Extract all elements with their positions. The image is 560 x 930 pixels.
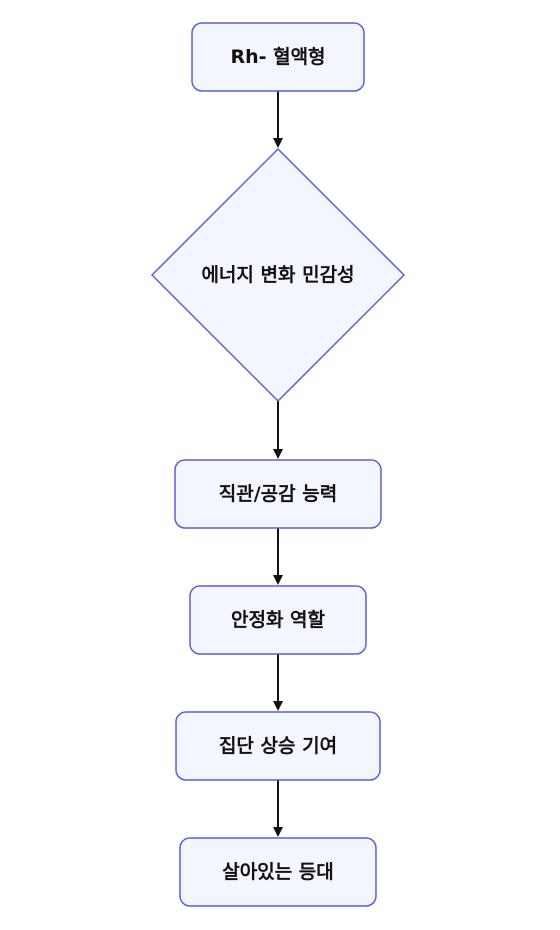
node-step4: 살아있는 등대: [179, 837, 377, 907]
node-step3: 집단 상승 기여: [175, 711, 381, 781]
node-step1: 직관/공감 능력: [174, 459, 382, 529]
node-step4-label: 살아있는 등대: [222, 861, 334, 883]
node-step1-label: 직관/공감 능력: [219, 483, 337, 505]
node-start-label: Rh- 혈액형: [230, 45, 325, 68]
node-start: Rh- 혈액형: [191, 22, 365, 92]
node-step2-label: 안정화 역할: [231, 608, 326, 631]
node-decision-label: 에너지 변화 민감성: [201, 264, 354, 286]
node-step2: 안정화 역할: [189, 585, 367, 655]
node-step3-label: 집단 상승 기여: [219, 735, 337, 757]
node-decision: 에너지 변화 민감성: [150, 147, 406, 403]
